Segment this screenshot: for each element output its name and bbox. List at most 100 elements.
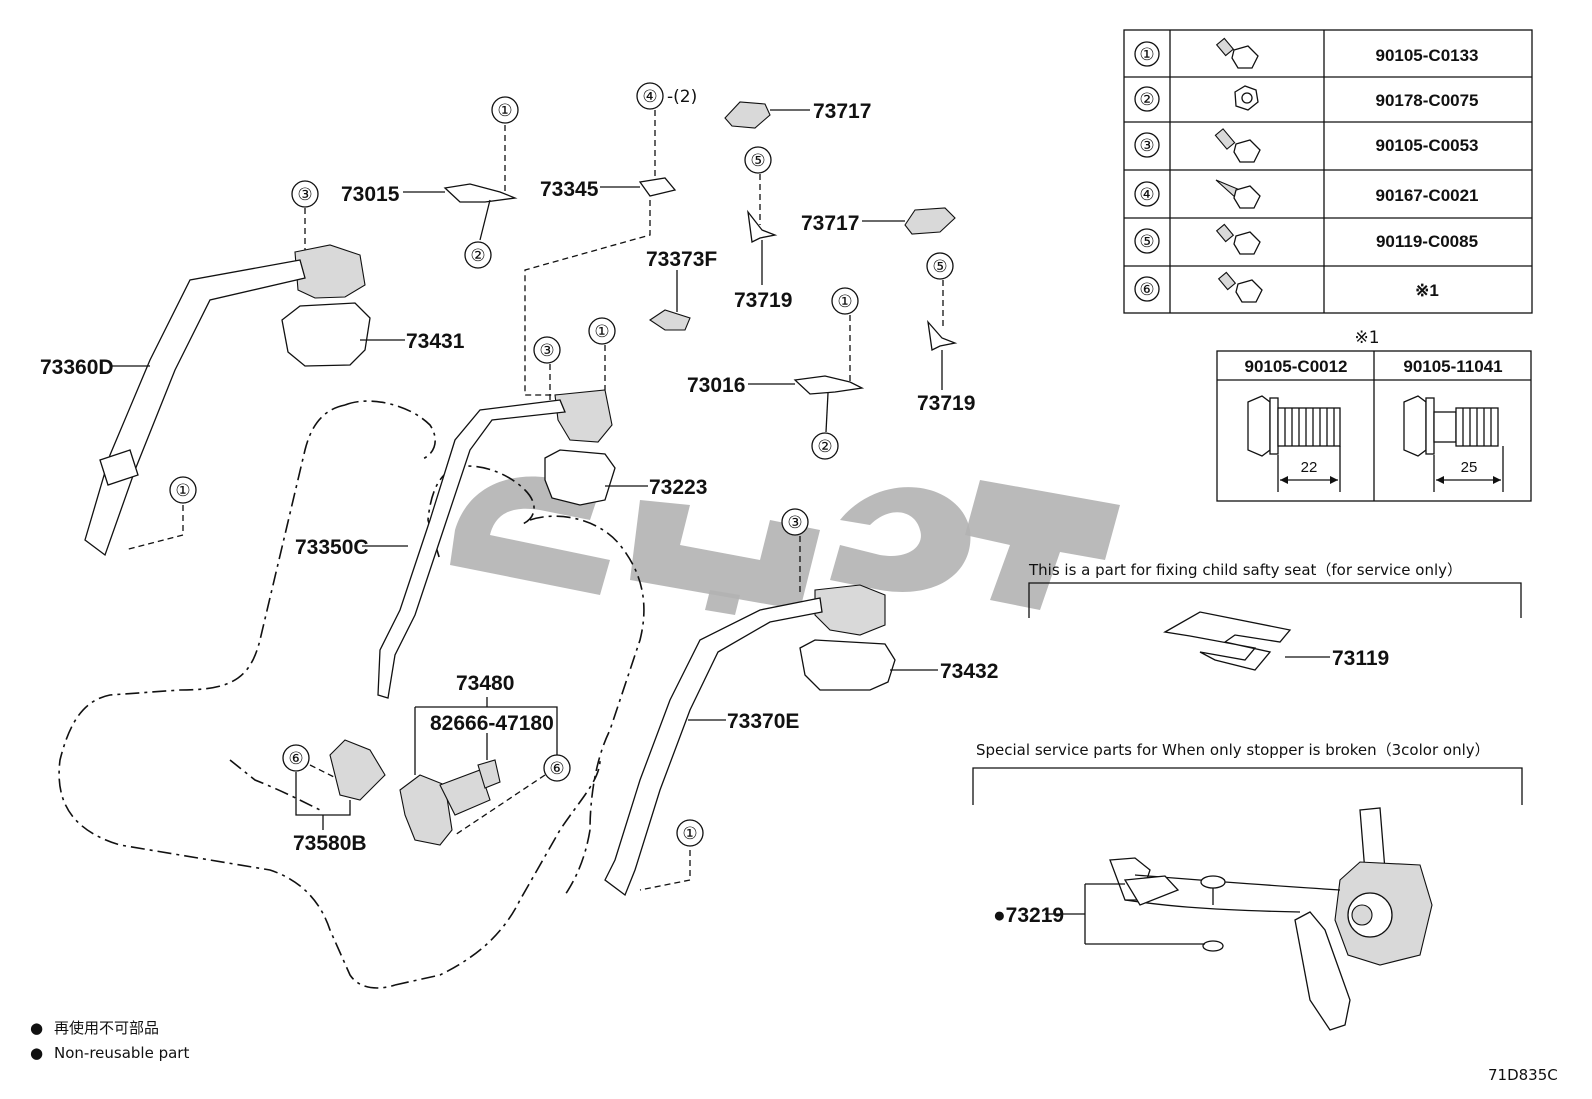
svg-text:①: ① <box>175 481 190 501</box>
part-number-73119: 73119 <box>1332 647 1389 670</box>
svg-text:①: ① <box>837 292 852 312</box>
svg-text:90167-C0021: 90167-C0021 <box>1375 186 1478 205</box>
callout-4: ④ -(2) <box>636 82 697 110</box>
svg-text:90105-C0133: 90105-C0133 <box>1375 46 1478 65</box>
cover-73223 <box>544 449 648 506</box>
part-number-73432: 73432 <box>940 660 998 683</box>
fastener-row-5: ⑤ 90119-C0085 <box>1134 223 1478 255</box>
svg-text:①: ① <box>594 322 609 342</box>
svg-text:90119-C0085: 90119-C0085 <box>1376 232 1478 251</box>
part-number-82666-47180: 82666-47180 <box>430 712 554 735</box>
callout-1-top-left: ① <box>491 96 519 124</box>
part-number-73345: 73345 <box>540 178 599 201</box>
hex-nut-icon <box>1234 85 1259 111</box>
part-number-73480: 73480 <box>456 672 514 695</box>
fastener-table <box>1123 29 1533 314</box>
dimension-25: 25 <box>1461 459 1478 476</box>
svg-text:③: ③ <box>297 185 312 205</box>
svg-text:Non-reusable part: Non-reusable part <box>54 1044 189 1062</box>
svg-text:●: ● <box>30 1044 43 1062</box>
svg-text:④: ④ <box>642 87 657 107</box>
anchor-73345 <box>524 110 677 396</box>
fastener-row-4: ④ 90167-C0021 <box>1134 179 1479 209</box>
dimension-22: 22 <box>1301 459 1318 476</box>
hex-flange-bolt-icon <box>1215 223 1261 255</box>
part-number-73015: 73015 <box>341 183 400 206</box>
clip-73719-left: ⑤ <box>744 146 778 285</box>
svg-text:③: ③ <box>787 513 802 533</box>
diagram-code: 71D835C <box>1488 1066 1558 1084</box>
svg-text:※1: ※1 <box>1415 281 1439 300</box>
svg-text:①: ① <box>497 101 512 121</box>
bolt-drawing-1 <box>1247 395 1341 492</box>
svg-text:⑥: ⑥ <box>1139 280 1154 300</box>
part-number-73370E: 73370E <box>727 710 799 733</box>
cover-73373F <box>649 270 691 331</box>
stopper-assembly <box>1045 807 1433 1031</box>
svg-text:⑥: ⑥ <box>288 749 303 769</box>
svg-text:再使用不可部品: 再使用不可部品 <box>54 1019 159 1037</box>
svg-text:②: ② <box>817 437 832 457</box>
bracket-73016: ① ② <box>748 287 865 460</box>
clip-73719-right: ⑤ <box>926 252 958 390</box>
svg-text:①: ① <box>682 824 697 844</box>
watermark-logo <box>450 476 1120 615</box>
svg-text:②: ② <box>1139 90 1154 110</box>
cover-73432 <box>799 639 938 691</box>
part-number-73431: 73431 <box>406 330 465 353</box>
part-number-73016: 73016 <box>687 374 745 397</box>
child-seat-note: This is a part for fixing child safty se… <box>1028 561 1462 579</box>
svg-text:90105-C0053: 90105-C0053 <box>1375 136 1478 155</box>
part-number-73580B: 73580B <box>293 832 367 855</box>
child-seat-bracket <box>1028 582 1522 618</box>
part-number-73719-right: 73719 <box>917 392 975 415</box>
svg-text:90178-C0075: 90178-C0075 <box>1375 91 1478 110</box>
callout-2-top-left: ② <box>464 241 492 269</box>
svg-text:●: ● <box>30 1019 43 1037</box>
svg-text:③: ③ <box>1139 136 1154 156</box>
cover-73431 <box>281 302 405 367</box>
note1-part-1: 90105-C0012 <box>1244 357 1347 376</box>
legend-non-reusable-en: ● Non-reusable part <box>30 1044 189 1062</box>
svg-text:-(2): -(2) <box>667 87 697 107</box>
hex-flange-bolt-icon <box>1215 37 1259 69</box>
hex-flange-bolt-icon <box>1214 128 1261 163</box>
stopper-bracket <box>972 767 1523 805</box>
seat-belt-73360D: ③ ① <box>84 180 366 557</box>
part-number-73717-middle: 73717 <box>801 212 859 235</box>
legend-non-reusable-jp: ● 再使用不可部品 <box>30 1019 159 1037</box>
fastener-row-3: ③ 90105-C0053 <box>1134 128 1479 163</box>
part-number-73219: ●73219 <box>993 904 1064 927</box>
seat-belt-73350C: ③ ① <box>362 317 616 699</box>
bolt-drawing-2 <box>1403 395 1504 492</box>
part-number-73373F: 73373F <box>646 248 717 271</box>
svg-text:⑤: ⑤ <box>1139 232 1154 252</box>
part-number-73717-top: 73717 <box>813 100 871 123</box>
buckle-73480: ⑥ <box>399 697 571 846</box>
svg-text:⑥: ⑥ <box>549 759 564 779</box>
hex-flange-bolt-icon <box>1217 271 1263 303</box>
buckle-73580B: ⑥ <box>282 739 386 830</box>
part-number-73350C: 73350C <box>295 536 369 559</box>
fastener-row-6: ⑥ ※1 <box>1134 271 1439 303</box>
stopper-note: Special service parts for When only stop… <box>976 741 1490 759</box>
note1-table <box>1216 350 1532 502</box>
svg-text:④: ④ <box>1139 185 1154 205</box>
fastener-row-1: ① 90105-C0133 <box>1134 37 1479 69</box>
svg-text:③: ③ <box>539 341 554 361</box>
part-number-73223: 73223 <box>649 476 707 499</box>
part-number-73360D: 73360D <box>40 356 114 379</box>
cover-73717-middle <box>862 207 956 235</box>
part-number-73719-left: 73719 <box>734 289 792 312</box>
svg-text:①: ① <box>1139 45 1154 65</box>
svg-text:⑤: ⑤ <box>750 151 765 171</box>
child-seat-anchor-73119 <box>1163 611 1330 671</box>
seat-belt-73370E: ③ ① <box>604 508 886 897</box>
bracket-73015 <box>403 125 518 241</box>
rear-seat-outline <box>58 400 645 989</box>
svg-text:⑤: ⑤ <box>932 257 947 277</box>
tapping-screw-icon <box>1215 179 1261 209</box>
cover-73717-top <box>724 101 810 129</box>
note1-mark: ※1 <box>1354 328 1379 348</box>
